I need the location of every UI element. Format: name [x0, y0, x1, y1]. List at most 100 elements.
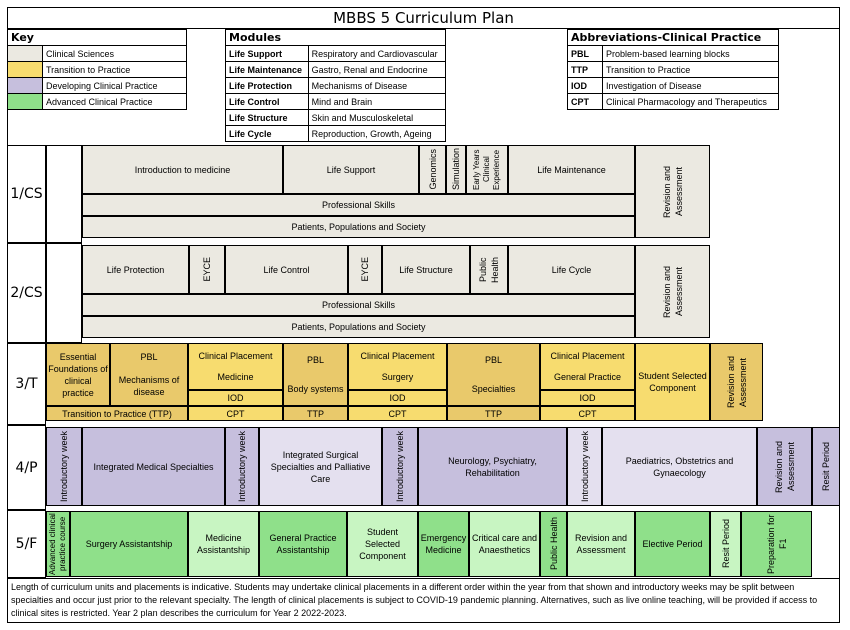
module-name: Life Protection: [225, 77, 309, 94]
year-3-label: 3/T: [7, 343, 46, 425]
y4-resit-period: Resit Period: [821, 441, 831, 492]
abbr-code: TTP: [567, 61, 603, 78]
abbr-desc: Investigation of Disease: [602, 77, 779, 94]
y3-cp-medicine-sub: Medicine: [217, 372, 254, 383]
y3-ttp-bar: Transition to Practice (TTP): [46, 406, 188, 421]
y3-cp-medicine: Clinical Placement Medicine: [188, 343, 283, 390]
abbr-code: IOD: [567, 77, 603, 94]
y3-cp-gp: Clinical Placement General Practice: [540, 343, 635, 390]
module-name: Life Support: [225, 45, 309, 62]
y1-intro-medicine: Introduction to medicine: [82, 145, 283, 194]
year-1-label: 1/CS: [7, 145, 46, 243]
y4-intro-week-3: Introductory week: [395, 430, 405, 503]
y3-pbl-2-sub: Body systems: [287, 384, 344, 395]
key-swatch-advanced: [7, 93, 43, 110]
y3-cp-gp-sub: General Practice: [553, 372, 622, 383]
y3-essential-foundations: Essential Foundations of clinical practi…: [46, 343, 110, 406]
y3-pbl-3-title: PBL: [484, 354, 502, 365]
y2-professional-skills: Professional Skills: [82, 294, 635, 316]
key-swatch-clinical-sciences: [7, 45, 43, 62]
module-name: Life Cycle: [225, 125, 309, 142]
y2-public-health: Public Health: [478, 256, 500, 283]
abbreviations-heading: Abbreviations-Clinical Practice: [567, 29, 779, 46]
y3-cp-medicine-title: Clinical Placement: [198, 350, 273, 361]
key-heading: Key: [7, 29, 187, 46]
y3-pbl-1-title: PBL: [140, 351, 158, 362]
modules-heading: Modules: [225, 29, 446, 46]
module-name: Life Structure: [225, 109, 309, 126]
abbr-desc: Clinical Pharmacology and Therapeutics: [602, 93, 779, 110]
year-5-label: 5/F: [7, 510, 46, 578]
module-desc: Skin and Musculoskeletal: [307, 109, 447, 126]
y4-integrated-surgical: Integrated Surgical Specialties and Pall…: [259, 427, 382, 506]
key-label: Developing Clinical Practice: [42, 77, 187, 94]
year-2-label: 2/CS: [7, 243, 46, 343]
y2-life-structure: Life Structure: [382, 245, 470, 294]
y3-pbl-3-sub: Specialties: [471, 384, 516, 395]
y4-intro-week-4: Introductory week: [579, 430, 590, 503]
y2-eyce-1: EYCE: [202, 257, 212, 282]
year-4-label: 4/P: [7, 425, 46, 510]
year-2-spacer: [46, 243, 82, 343]
y5-revision-assessment: Revision and Assessment: [567, 511, 635, 577]
y3-student-selected: Student Selected Component: [635, 343, 710, 421]
y5-resit-period: Resit Period: [720, 519, 731, 569]
y5-preparation-f1: Preparation for F1: [765, 514, 788, 574]
y5-medicine-assistantship: Medicine Assistantship: [188, 511, 259, 577]
abbr-desc: Problem-based learning blocks: [602, 45, 779, 62]
abbr-code: CPT: [567, 93, 603, 110]
y3-cp-surgery: Clinical Placement Surgery: [348, 343, 447, 390]
y1-patients-populations: Patients, Populations and Society: [82, 216, 635, 238]
y1-simulation: Simulation: [451, 148, 461, 191]
y1-genomics: Genomics: [427, 149, 438, 190]
y1-life-maintenance: Life Maintenance: [508, 145, 635, 194]
module-name: Life Control: [225, 93, 309, 110]
y4-integrated-medical: Integrated Medical Specialties: [82, 427, 225, 506]
y3-cpt-3: CPT: [540, 406, 635, 421]
page-title: MBBS 5 Curriculum Plan: [7, 7, 840, 29]
key-swatch-transition: [7, 61, 43, 78]
y4-intro-week-1: Introductory week: [59, 430, 69, 503]
key-label: Advanced Clinical Practice: [42, 93, 187, 110]
y4-revision-assessment: Revision and Assessment: [773, 440, 796, 493]
y3-cp-surgery-title: Clinical Placement: [360, 350, 435, 361]
y3-iod-2: IOD: [348, 390, 447, 406]
y3-ttp-1: TTP: [283, 406, 348, 421]
y5-elective-period: Elective Period: [635, 511, 710, 577]
module-desc: Gastro, Renal and Endocrine: [307, 61, 447, 78]
y3-pbl-2-title: PBL: [306, 354, 324, 365]
y3-cpt-1: CPT: [188, 406, 283, 421]
y5-emergency-medicine: Emergency Medicine: [418, 511, 469, 577]
y4-intro-week-2: Introductory week: [237, 430, 247, 503]
y4-neuro-psych-rehab: Neurology, Psychiatry, Rehabilitation: [418, 427, 567, 506]
y5-public-health: Public Health: [548, 517, 559, 571]
y3-iod-3: IOD: [540, 390, 635, 406]
module-desc: Reproduction, Growth, Ageing: [307, 125, 447, 142]
key-table: Key Clinical Sciences Transition to Prac…: [7, 29, 187, 110]
abbr-code: PBL: [567, 45, 603, 62]
y3-cp-surgery-sub: Surgery: [381, 372, 414, 383]
y2-patients-populations: Patients, Populations and Society: [82, 316, 635, 338]
y2-life-cycle: Life Cycle: [508, 245, 635, 294]
y3-revision-assessment: Revision and Assessment: [725, 355, 748, 409]
module-desc: Mind and Brain: [307, 93, 447, 110]
module-name: Life Maintenance: [225, 61, 309, 78]
module-desc: Mechanisms of Disease: [307, 77, 447, 94]
key-label: Clinical Sciences: [42, 45, 187, 62]
y3-pbl-1: PBL Mechanisms of disease: [110, 343, 188, 406]
y3-cp-gp-title: Clinical Placement: [550, 350, 625, 361]
key-swatch-developing: [7, 77, 43, 94]
module-desc: Respiratory and Cardiovascular: [307, 45, 447, 62]
y3-pbl-3: PBL Specialties: [447, 343, 540, 406]
y5-gp-assistantship: General Practice Assistantship: [259, 511, 347, 577]
y1-early-years: Early Years Clinical Experience: [472, 149, 501, 190]
y1-professional-skills: Professional Skills: [82, 194, 635, 216]
footnote: Length of curriculum units and placement…: [7, 578, 840, 623]
y4-paediatrics-obstetrics: Paediatrics, Obstetrics and Gynaecology: [602, 427, 757, 506]
abbr-desc: Transition to Practice: [602, 61, 779, 78]
y2-life-protection: Life Protection: [82, 245, 189, 294]
y1-life-support: Life Support: [283, 145, 419, 194]
y1-revision-assessment: Revision and Assessment: [661, 165, 684, 218]
